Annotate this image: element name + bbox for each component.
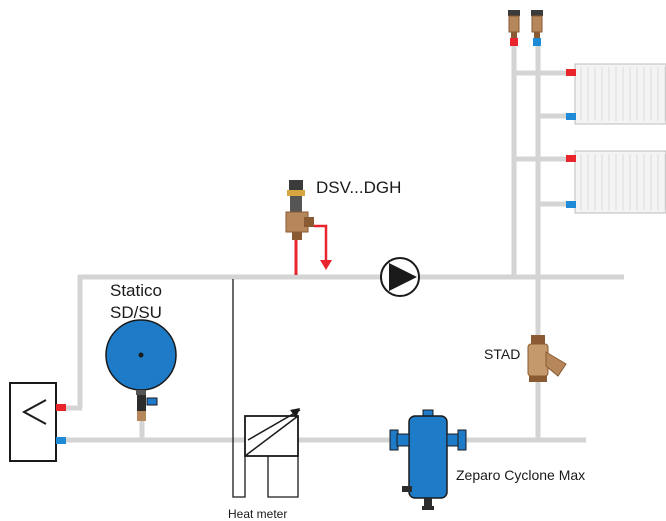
heat-meter-lines	[232, 279, 299, 498]
heat-exchanger-icon	[9, 382, 66, 462]
statico-label-line2: SD/SU	[110, 303, 162, 322]
zeparo-label: Zeparo Cyclone Max	[456, 467, 586, 483]
safety-valve-icon	[285, 180, 332, 275]
dirt-separator-icon	[389, 409, 467, 510]
air-vent-icon	[508, 10, 543, 46]
statico-label: Statico SD/SU	[110, 280, 162, 324]
dsv-label: DSV...DGH	[316, 178, 402, 197]
balancing-valve-icon	[527, 335, 567, 382]
expansion-vessel-icon	[105, 319, 177, 421]
statico-label-line1: Statico	[110, 281, 162, 300]
heat-meter-label: Heat meter	[228, 507, 288, 521]
pump-icon	[380, 257, 420, 297]
stad-label: STAD	[484, 346, 521, 362]
heat-meter-icon	[244, 408, 301, 457]
